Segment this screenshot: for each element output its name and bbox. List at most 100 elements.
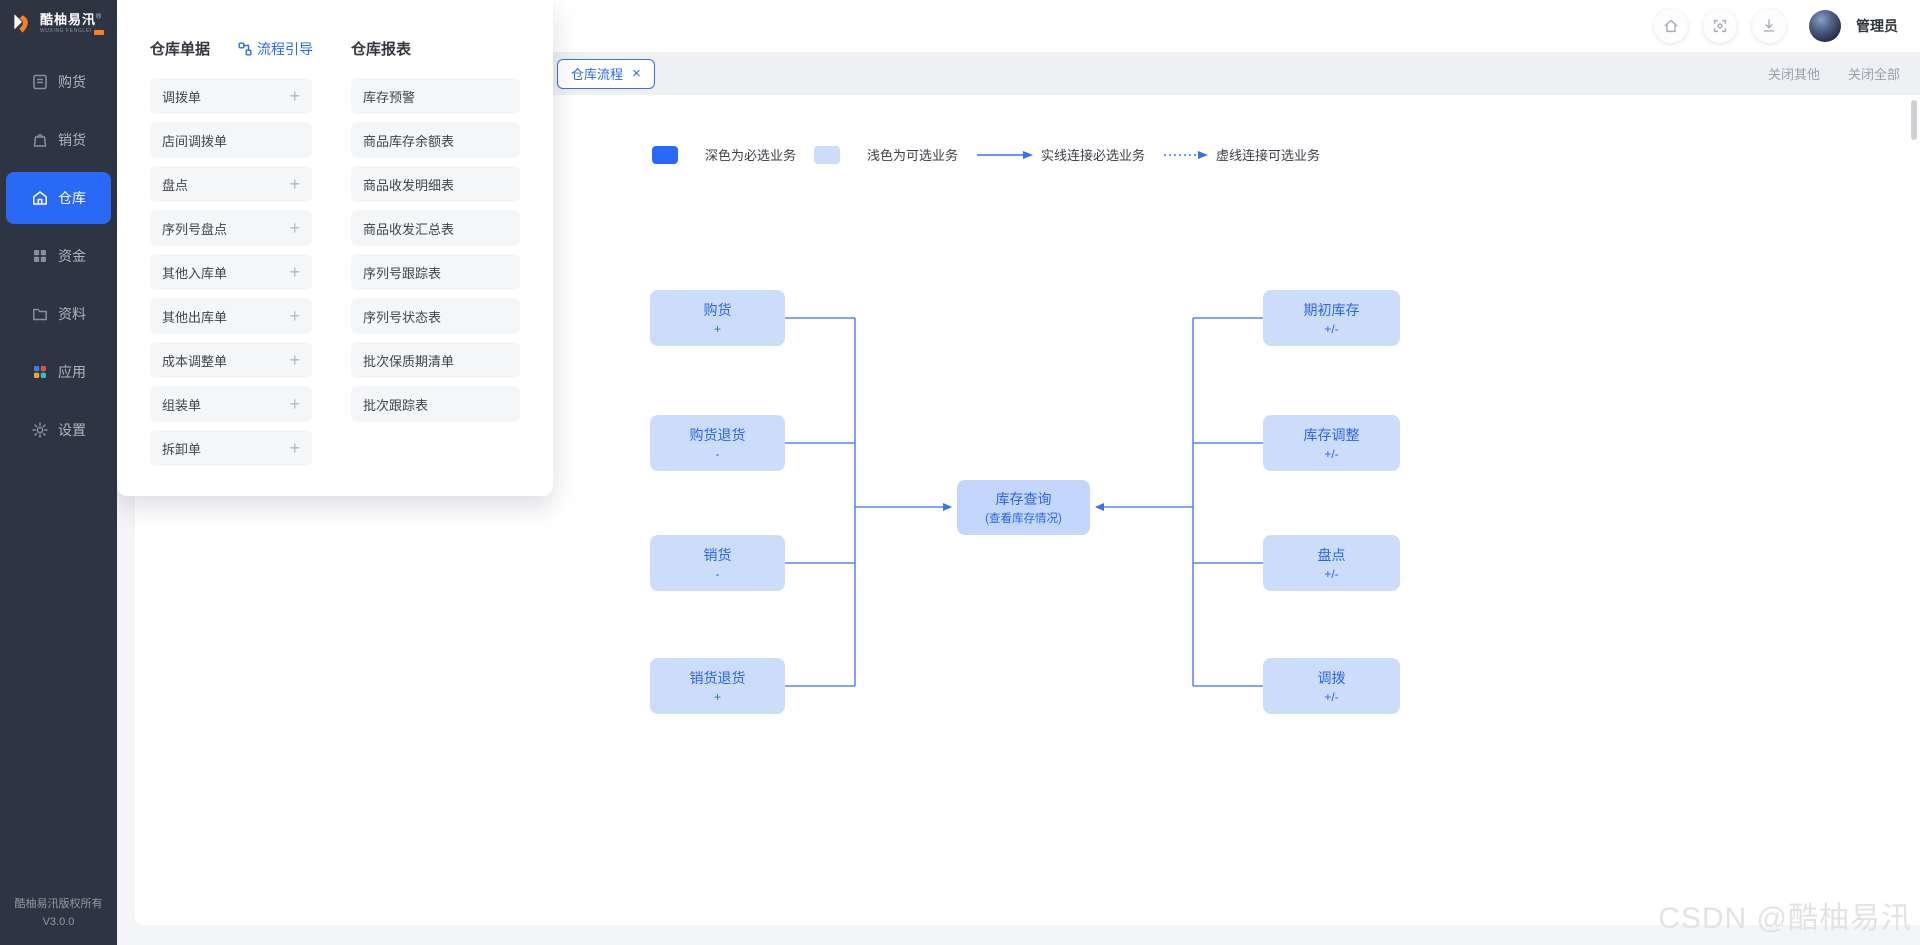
- flow-node-purchase[interactable]: 购货+: [650, 290, 785, 346]
- tab-label: 仓库流程: [571, 67, 624, 82]
- add-icon[interactable]: +: [289, 394, 300, 414]
- tab-warehouse-flow[interactable]: 仓库流程 ×: [557, 58, 655, 89]
- flow-node-purchase-return[interactable]: 购货退货-: [650, 415, 785, 471]
- sidebar-item-apps[interactable]: 应用: [6, 346, 111, 398]
- flow-guide-link[interactable]: 流程引导: [238, 39, 313, 59]
- flow-node-sub: -: [715, 447, 720, 461]
- menu-item-label: 商品收发明细表: [363, 177, 455, 193]
- menu-item-label: 序列号跟踪表: [363, 265, 442, 281]
- menu-item-report[interactable]: 商品收发明细表: [351, 166, 520, 202]
- menu-item-document[interactable]: 其他出库单+: [150, 298, 312, 334]
- legend-label: 虚线连接可选业务: [1216, 148, 1321, 163]
- legend-label: 深色为必选业务: [705, 148, 797, 163]
- sidebar-item-materials[interactable]: 资料: [6, 288, 111, 340]
- mega-menu-columns: 调拨单+店间调拨单盘点+序列号盘点+其他入库单+其他出库单+成本调整单+组装单+…: [150, 78, 520, 466]
- sidebar-item-label: 仓库: [58, 190, 86, 206]
- menu-item-report[interactable]: 序列号跟踪表: [351, 254, 520, 290]
- sidebar-item-label: 应用: [58, 364, 86, 380]
- sidebar-item-purchase[interactable]: 购货: [6, 56, 111, 108]
- flow-node-sub: +/-: [1324, 447, 1339, 461]
- flow-node-sales[interactable]: 销货-: [650, 535, 785, 591]
- brand-subtitle: WUXING FENGLEI: [40, 29, 104, 35]
- sidebar-item-label: 资金: [58, 248, 86, 264]
- menu-item-document[interactable]: 盘点+: [150, 166, 312, 202]
- menu-item-report[interactable]: 批次保质期清单: [351, 342, 520, 378]
- home-button[interactable]: [1654, 9, 1688, 43]
- flow-node-inventory-query[interactable]: 库存查询 (查看库存情况): [957, 480, 1090, 535]
- menu-item-report[interactable]: 商品收发汇总表: [351, 210, 520, 246]
- flow-node-sales-return[interactable]: 销货退货+: [650, 658, 785, 714]
- legend-item: 深色为必选业务: [652, 145, 796, 164]
- add-icon[interactable]: +: [289, 218, 300, 238]
- sidebar-footer: 酷柚易汛版权所有 V3.0.0: [0, 895, 117, 932]
- flow-node-sub: +/-: [1324, 322, 1339, 336]
- warehouse-mega-menu: 仓库单据 流程引导 仓库报表 调拨单+店间调拨单盘点+序列号盘点+其他入库单+其…: [117, 0, 553, 496]
- close-all-button[interactable]: 关闭全部: [1847, 67, 1900, 82]
- fullscreen-icon: [1711, 17, 1729, 35]
- add-icon[interactable]: +: [289, 438, 300, 458]
- menu-item-label: 库存预警: [363, 89, 416, 105]
- ledger-icon: [31, 73, 49, 91]
- add-icon[interactable]: +: [289, 174, 300, 194]
- download-button[interactable]: [1752, 9, 1786, 43]
- flow-node-opening-stock[interactable]: 期初库存+/-: [1263, 290, 1400, 346]
- add-icon[interactable]: +: [289, 306, 300, 326]
- sidebar-item-sales[interactable]: 销货: [6, 114, 111, 166]
- sidebar-item-label: 销货: [58, 132, 86, 148]
- add-icon[interactable]: +: [289, 86, 300, 106]
- documents-section-title: 仓库单据: [150, 41, 211, 58]
- sidebar-item-funds[interactable]: 资金: [6, 230, 111, 282]
- menu-item-document[interactable]: 序列号盘点+: [150, 210, 312, 246]
- menu-item-label: 其他入库单: [162, 265, 228, 281]
- sidebar-item-settings[interactable]: 设置: [6, 404, 111, 456]
- menu-item-document[interactable]: 拆卸单 +: [150, 430, 312, 466]
- add-icon[interactable]: +: [289, 262, 300, 282]
- sidebar-item-warehouse[interactable]: 仓库: [6, 172, 111, 224]
- warehouse-icon: [31, 189, 49, 207]
- arrow-solid-icon: [976, 150, 1034, 160]
- brand-name: 酷柚易汛®: [40, 12, 103, 28]
- menu-item-document[interactable]: 其他入库单 +: [150, 254, 312, 290]
- sidebar-item-label: 资料: [58, 306, 86, 322]
- menu-item-label: 拆卸单: [162, 441, 202, 457]
- menu-item-label: 批次跟踪表: [363, 397, 429, 413]
- flow-node-sub: +/-: [1324, 567, 1339, 581]
- avatar[interactable]: [1809, 10, 1841, 42]
- add-icon[interactable]: +: [289, 350, 300, 370]
- menu-item-document[interactable]: 调拨单+: [150, 78, 312, 114]
- flow-node-stocktake[interactable]: 盘点+/-: [1263, 535, 1400, 591]
- download-icon: [1760, 17, 1778, 35]
- close-icon[interactable]: ×: [632, 65, 641, 82]
- scrollbar-thumb[interactable]: [1911, 100, 1917, 140]
- flow-node-title: 销货退货: [689, 670, 746, 686]
- menu-item-label: 店间调拨单: [162, 133, 228, 149]
- sidebar-item-label: 购货: [58, 74, 86, 90]
- close-others-button[interactable]: 关闭其他: [1767, 67, 1820, 82]
- sidebar-item-label: 设置: [58, 422, 86, 438]
- username[interactable]: 管理员: [1856, 18, 1898, 34]
- bag-icon: [31, 131, 49, 149]
- menu-item-report[interactable]: 批次跟踪表: [351, 386, 520, 422]
- flow-legend: 深色为必选业务浅色为可选业务实线连接必选业务虚线连接可选业务: [652, 145, 1338, 164]
- menu-item-report[interactable]: 库存预警: [351, 78, 520, 114]
- menu-item-label: 商品库存余额表: [363, 133, 455, 149]
- flow-node-transfer[interactable]: 调拨+/-: [1263, 658, 1400, 714]
- menu-item-report[interactable]: 商品库存余额表: [351, 122, 520, 158]
- menu-item-label: 组装单: [162, 397, 202, 413]
- legend-swatch-light-icon: [814, 145, 841, 164]
- legend-item: 实线连接必选业务: [976, 145, 1145, 164]
- flow-node-title: 库存调整: [1303, 427, 1360, 443]
- menu-item-document[interactable]: 成本调整单 +: [150, 342, 312, 378]
- fullscreen-button[interactable]: [1703, 9, 1737, 43]
- menu-item-label: 成本调整单: [162, 353, 228, 369]
- documents-column: 调拨单+店间调拨单盘点+序列号盘点+其他入库单+其他出库单+成本调整单+组装单+…: [150, 78, 312, 466]
- menu-item-document[interactable]: 组装单 +: [150, 386, 312, 422]
- flow-guide-label: 流程引导: [257, 41, 313, 57]
- registered-mark: ®: [96, 13, 103, 21]
- menu-item-document[interactable]: 店间调拨单: [150, 122, 312, 158]
- menu-item-report[interactable]: 序列号状态表: [351, 298, 520, 334]
- tab-actions: 关闭其他 关闭全部: [1768, 64, 1900, 83]
- flow-node-stock-adjust[interactable]: 库存调整 +/-: [1263, 415, 1400, 471]
- flow-node-title: 调拨: [1317, 670, 1346, 686]
